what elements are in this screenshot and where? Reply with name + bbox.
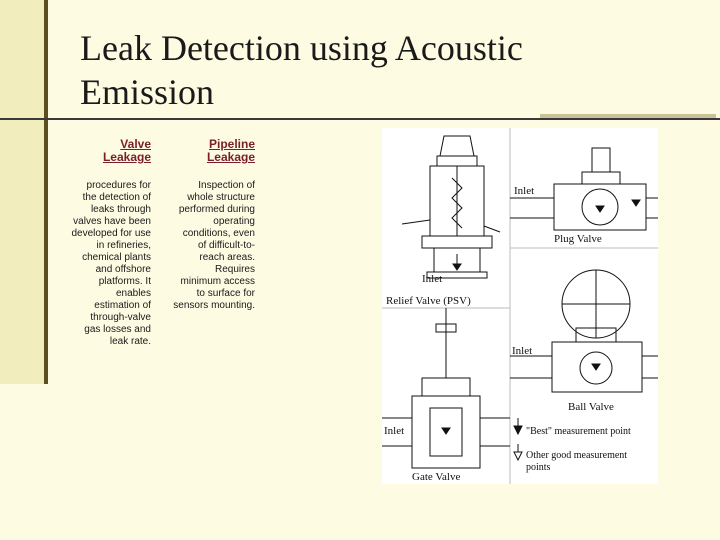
slide-title-line-1: Leak Detection using Acoustic xyxy=(80,28,523,68)
valve-leakage-heading: Valve Leakage xyxy=(60,138,151,164)
pipeline-text-line: Inspection of xyxy=(198,180,255,191)
legend-best-point-label: "Best" measurement point xyxy=(526,426,631,437)
legend-other-points-line: Other good measurement xyxy=(526,450,627,461)
valve-heading-line: Leakage xyxy=(102,150,151,164)
valve-text-line: leaks through xyxy=(90,204,151,215)
pipeline-text-line: Requires xyxy=(214,264,255,275)
legend-other-points-line: points xyxy=(526,462,551,473)
valve-text-line: gas losses and xyxy=(84,324,151,335)
valve-text-line: procedures for xyxy=(86,180,151,191)
pipeline-leakage-heading: Pipeline Leakage xyxy=(170,138,255,164)
valve-text-line: the detection of xyxy=(82,192,151,203)
gate-valve-drawing xyxy=(382,308,510,469)
valve-text-line: chemical plants xyxy=(82,252,151,263)
pipeline-text-line: whole structure xyxy=(187,192,255,203)
plug-valve-inlet-label: Inlet xyxy=(514,185,534,197)
pipeline-text-line: to surface for xyxy=(196,288,255,299)
pipeline-text-line: minimum access xyxy=(180,276,255,287)
slide-title-line-2: Emission xyxy=(80,72,215,112)
valve-text-line: leak rate. xyxy=(109,336,151,347)
valve-text-line: developed for use xyxy=(71,228,151,239)
gate-valve-name-label: Gate Valve xyxy=(412,471,460,483)
valve-text-line: valves have been xyxy=(73,216,151,227)
left-accent-bar xyxy=(0,0,47,384)
ball-valve-drawing xyxy=(510,269,658,393)
pipeline-text-line: conditions, even xyxy=(182,228,255,239)
valve-text-line: through-valve xyxy=(90,312,151,323)
valve-leakage-text: procedures for the detection of leaks th… xyxy=(50,180,151,348)
pipeline-heading-line: Pipeline xyxy=(208,137,255,151)
pipeline-text-line: reach areas. xyxy=(199,252,255,263)
pipeline-text-line: sensors mounting. xyxy=(173,300,255,311)
left-accent-bar-edge xyxy=(44,0,48,384)
valve-heading-line: Valve xyxy=(120,137,151,151)
slide-title: Leak Detection using Acoustic Emission xyxy=(80,26,640,114)
valve-text-line: platforms. It xyxy=(98,276,151,287)
relief-valve-drawing xyxy=(401,135,501,279)
valve-text-line: enables xyxy=(115,288,151,299)
pipeline-text-line: performed during xyxy=(178,204,255,215)
valve-text-line: in refineries, xyxy=(96,240,151,251)
title-rule xyxy=(0,118,720,120)
valve-diagram-panel: Inlet Relief Valve (PSV) Inlet Plug Valv… xyxy=(382,128,658,484)
pipeline-leakage-text: Inspection of whole structure performed … xyxy=(152,180,255,312)
relief-valve-name-label: Relief Valve (PSV) xyxy=(386,295,471,307)
plug-valve-name-label: Plug Valve xyxy=(554,233,602,245)
plug-valve-drawing xyxy=(510,147,658,231)
valve-text-line: estimation of xyxy=(94,300,151,311)
valve-diagram: Inlet Relief Valve (PSV) Inlet Plug Valv… xyxy=(382,128,658,484)
pipeline-text-line: operating xyxy=(213,216,255,227)
ball-valve-inlet-label: Inlet xyxy=(512,345,532,357)
title-rule-accent xyxy=(540,114,716,118)
pipeline-text-line: of difficult-to- xyxy=(197,240,255,251)
ball-valve-name-label: Ball Valve xyxy=(568,401,614,413)
gate-valve-inlet-label: Inlet xyxy=(384,425,404,437)
relief-valve-inlet-label: Inlet xyxy=(422,273,442,285)
pipeline-heading-line: Leakage xyxy=(206,150,255,164)
valve-text-line: and offshore xyxy=(95,264,151,275)
